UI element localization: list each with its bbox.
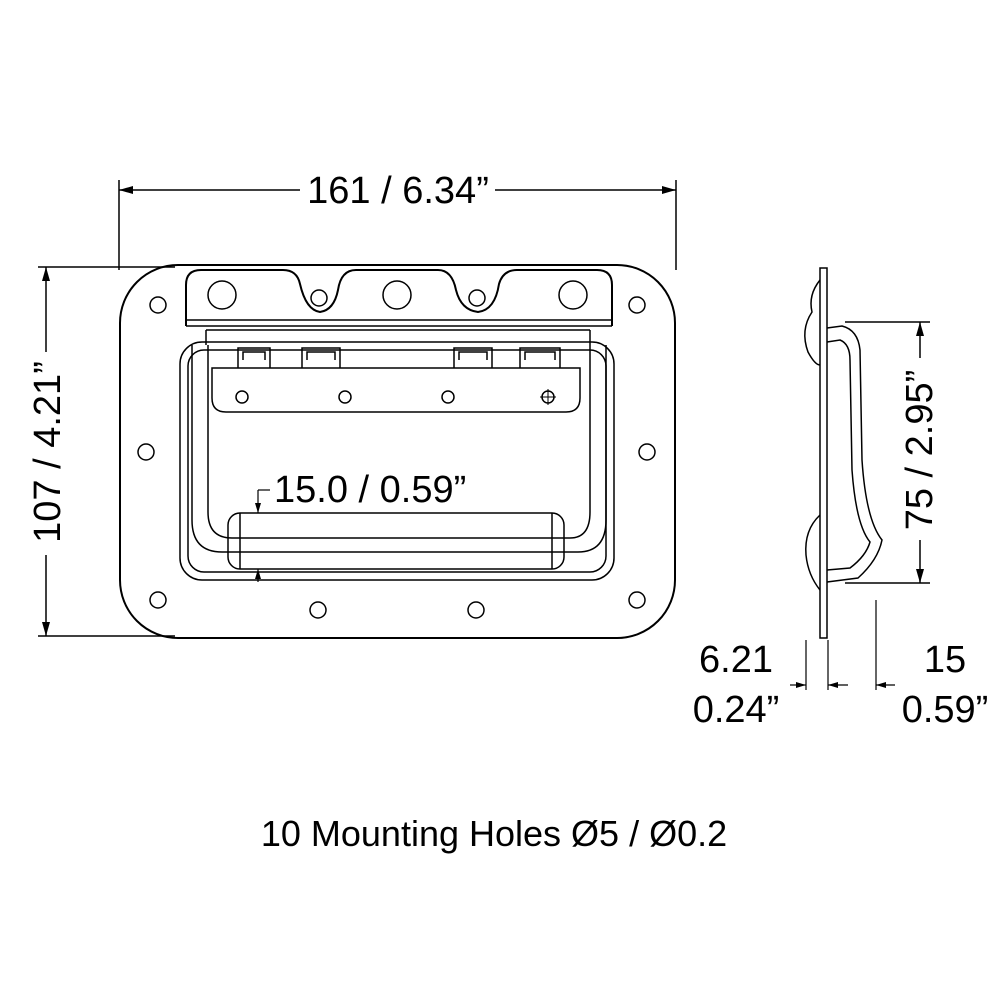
handle-grip <box>227 512 565 570</box>
hinge-plate <box>211 367 581 413</box>
mounting-hole <box>309 601 327 619</box>
mounting-holes <box>137 296 656 619</box>
side-dish-profile <box>826 325 883 583</box>
bracket-hole-small <box>468 289 486 307</box>
mounting-hole <box>638 443 656 461</box>
dimension-thickness: 6.21 0.24” <box>693 639 848 731</box>
dimension-handle: 15.0 / 0.59” <box>255 469 466 582</box>
bracket-hole-small <box>310 289 328 307</box>
side-dish-inner <box>826 339 871 571</box>
dimension-width-label: 161 / 6.34” <box>307 170 489 212</box>
handle-wire-inner <box>207 345 591 539</box>
side-view <box>804 267 883 639</box>
bracket-hole <box>382 280 412 310</box>
outer-plate <box>119 264 676 639</box>
dimension-handle-label: 15.0 / 0.59” <box>274 469 466 511</box>
side-grip <box>805 514 821 591</box>
bracket-hole <box>558 280 588 310</box>
hinge-hole <box>441 390 455 404</box>
dimension-height: 107 / 4.21” <box>27 266 175 637</box>
top-bracket <box>185 269 613 326</box>
dimension-offset: 15 0.59” <box>875 600 989 731</box>
dimension-thickness-mm: 6.21 <box>699 639 773 681</box>
dimension-offset-in: 0.59” <box>902 689 989 731</box>
mounting-hole <box>149 296 167 314</box>
mounting-hole <box>628 296 646 314</box>
bracket-hole <box>207 280 237 310</box>
dimension-side-depth: 75 / 2.95” <box>845 321 941 584</box>
hinge-hole <box>235 390 249 404</box>
recess-dish <box>179 341 615 581</box>
mounting-hole <box>149 591 167 609</box>
side-plate <box>819 267 828 639</box>
mounting-hole <box>628 591 646 609</box>
hinge-hole <box>338 390 352 404</box>
handle-wire-outer <box>191 345 607 553</box>
dimension-width: 161 / 6.34” <box>118 170 677 270</box>
mounting-holes-caption: 10 Mounting Holes Ø5 / Ø0.2 <box>261 813 727 854</box>
dimension-offset-mm: 15 <box>924 639 966 681</box>
dimension-height-label: 107 / 4.21” <box>27 361 69 543</box>
front-view <box>119 264 676 639</box>
mounting-hole <box>137 443 155 461</box>
side-hinge-bump <box>804 279 821 366</box>
mounting-hole <box>467 601 485 619</box>
hinge-knuckles <box>237 347 561 368</box>
dimension-side-depth-label: 75 / 2.95” <box>899 370 941 531</box>
dimension-thickness-in: 0.24” <box>693 689 780 731</box>
